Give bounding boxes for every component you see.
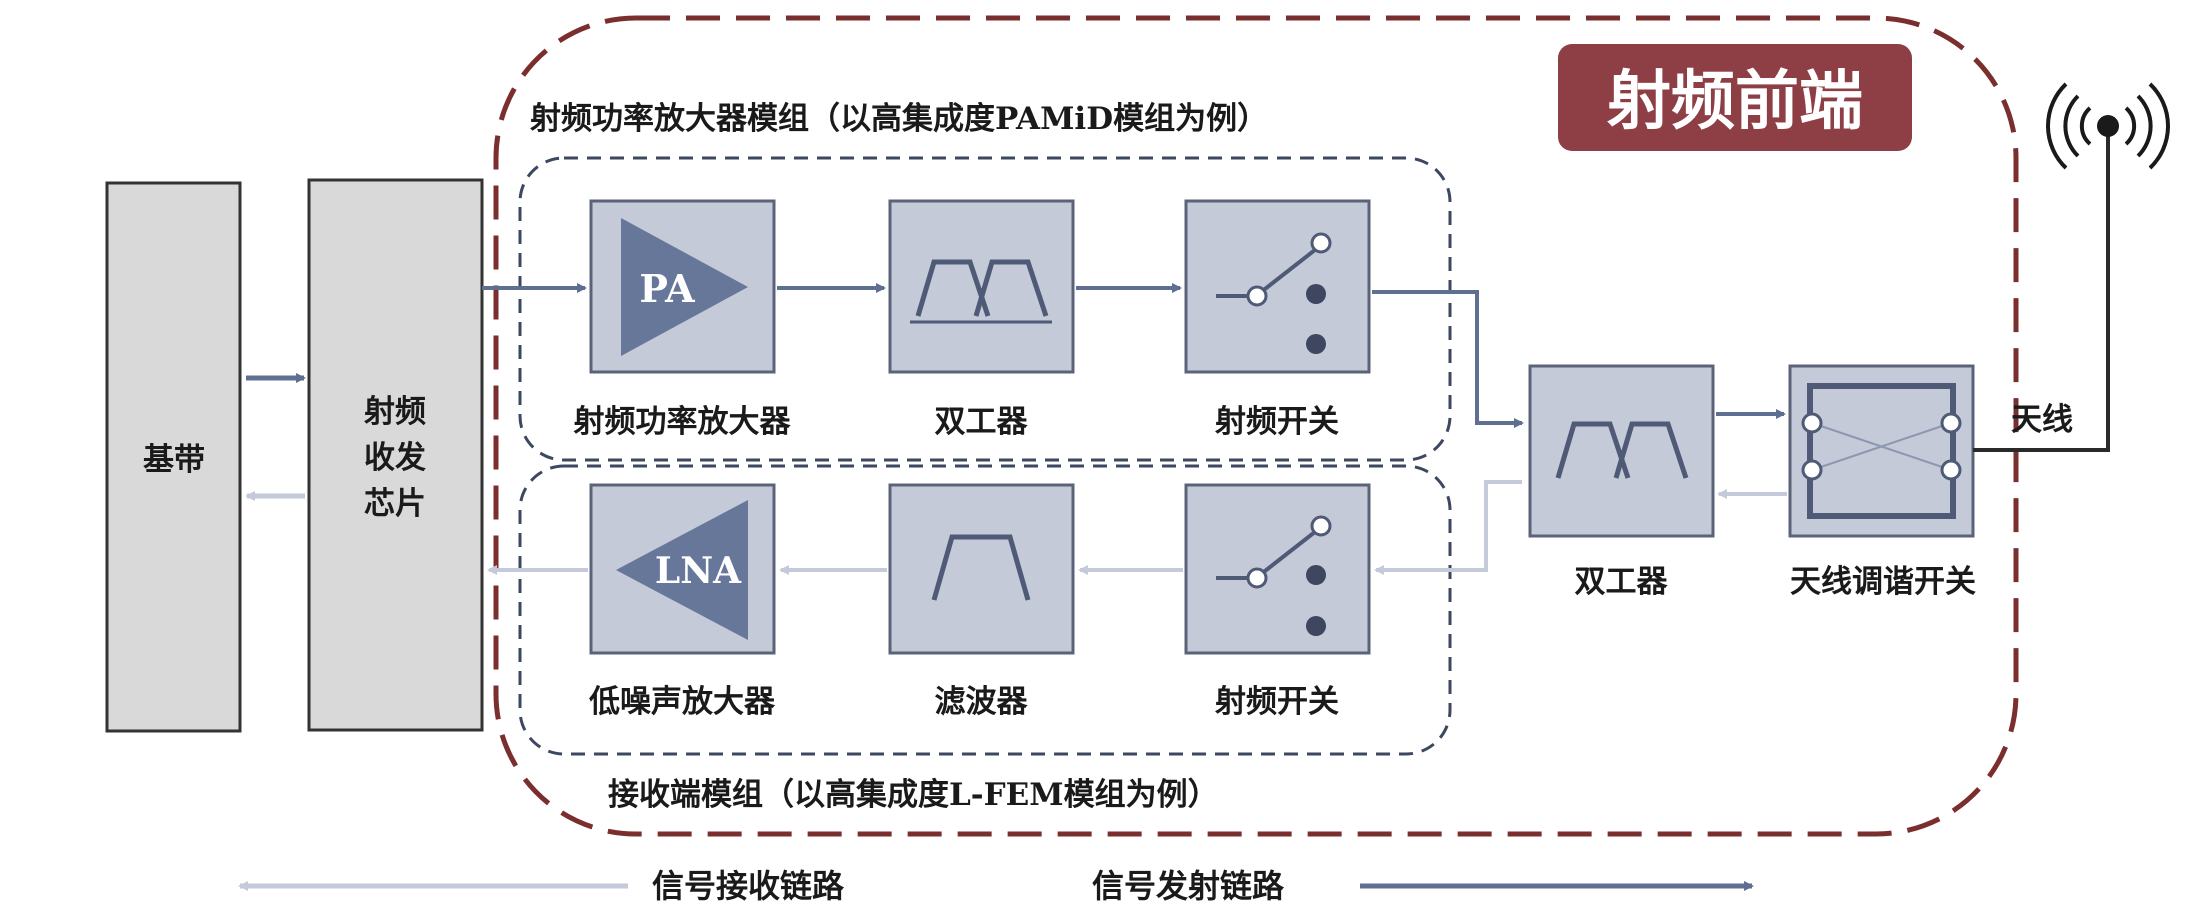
rx-arrow-shared-duplexer-to-switch — [1374, 480, 1522, 575]
tx-duplexer-block — [888, 199, 1075, 374]
tx-duplexer-label: 双工器 — [935, 404, 1029, 440]
antenna-tuning-switch-label: 天线调谐开关 — [1790, 564, 1976, 600]
front-end-title-badge: 射频前端 — [1558, 44, 1912, 151]
lna-symbol: LNA — [655, 550, 742, 592]
transceiver-label-line-3: 芯片 — [364, 486, 426, 522]
amplifier-triangle-icon — [621, 218, 748, 356]
pa-symbol: PA — [639, 266, 695, 311]
power-amplifier-block: PA — [589, 199, 776, 374]
tx-rf-switch-label: 射频开关 — [1214, 404, 1339, 440]
low-noise-amplifier-block: LNA — [589, 483, 776, 655]
tx-arrow-switch-to-shared-duplexer — [1372, 290, 1524, 428]
lna-triangle-icon — [616, 500, 748, 640]
shared-duplexer-label: 双工器 — [1575, 564, 1669, 600]
switch-icon — [1216, 515, 1332, 636]
transceiver-label-line-1: 射频 — [363, 394, 426, 430]
dual-bandpass-icon — [1555, 421, 1689, 479]
transceiver-label-line-2: 收发 — [364, 440, 426, 476]
baseband-block — [105, 181, 242, 733]
rx-filter-block — [888, 483, 1075, 655]
low-noise-amplifier-label: 低噪声放大器 — [588, 684, 776, 720]
rx-filter-label: 滤波器 — [935, 684, 1029, 720]
antenna-icon — [2046, 82, 2170, 170]
antenna-feed-line — [1973, 126, 2110, 452]
switch-icon — [1216, 232, 1332, 354]
legend-transmit-label: 信号发射链路 — [1092, 867, 1285, 905]
lfem-module-caption: 接收端模组（以高集成度L-FEM模组为例） — [608, 777, 1219, 813]
rx-rf-switch-label: 射频开关 — [1214, 684, 1339, 720]
rf-front-end-boundary — [493, 15, 2019, 837]
antenna-tuning-switch-block — [1788, 364, 1975, 538]
shared-duplexer-block — [1528, 364, 1715, 538]
baseband-label: 基带 — [143, 442, 205, 478]
lfem-module-group — [518, 464, 1452, 756]
power-amplifier-label: 射频功率放大器 — [573, 404, 792, 440]
front-end-title: 射频前端 — [1607, 65, 1863, 139]
bandpass-filter-icon — [931, 534, 1031, 601]
rx-rf-switch-block — [1184, 483, 1371, 655]
legend-receive-label: 信号接收链路 — [652, 867, 845, 905]
pamid-module-group — [518, 156, 1452, 462]
antenna-label: 天线 — [2011, 402, 2073, 438]
legend: 信号接收链路 信号发射链路 — [238, 867, 1754, 905]
pamid-module-caption: 射频功率放大器模组（以高集成度PAMiD模组为例） — [529, 101, 1268, 137]
cross-switch-icon — [1801, 412, 1962, 481]
rf-transceiver-chip — [307, 178, 484, 732]
tx-rf-switch-block — [1184, 199, 1371, 374]
dual-bandpass-icon — [910, 259, 1052, 324]
